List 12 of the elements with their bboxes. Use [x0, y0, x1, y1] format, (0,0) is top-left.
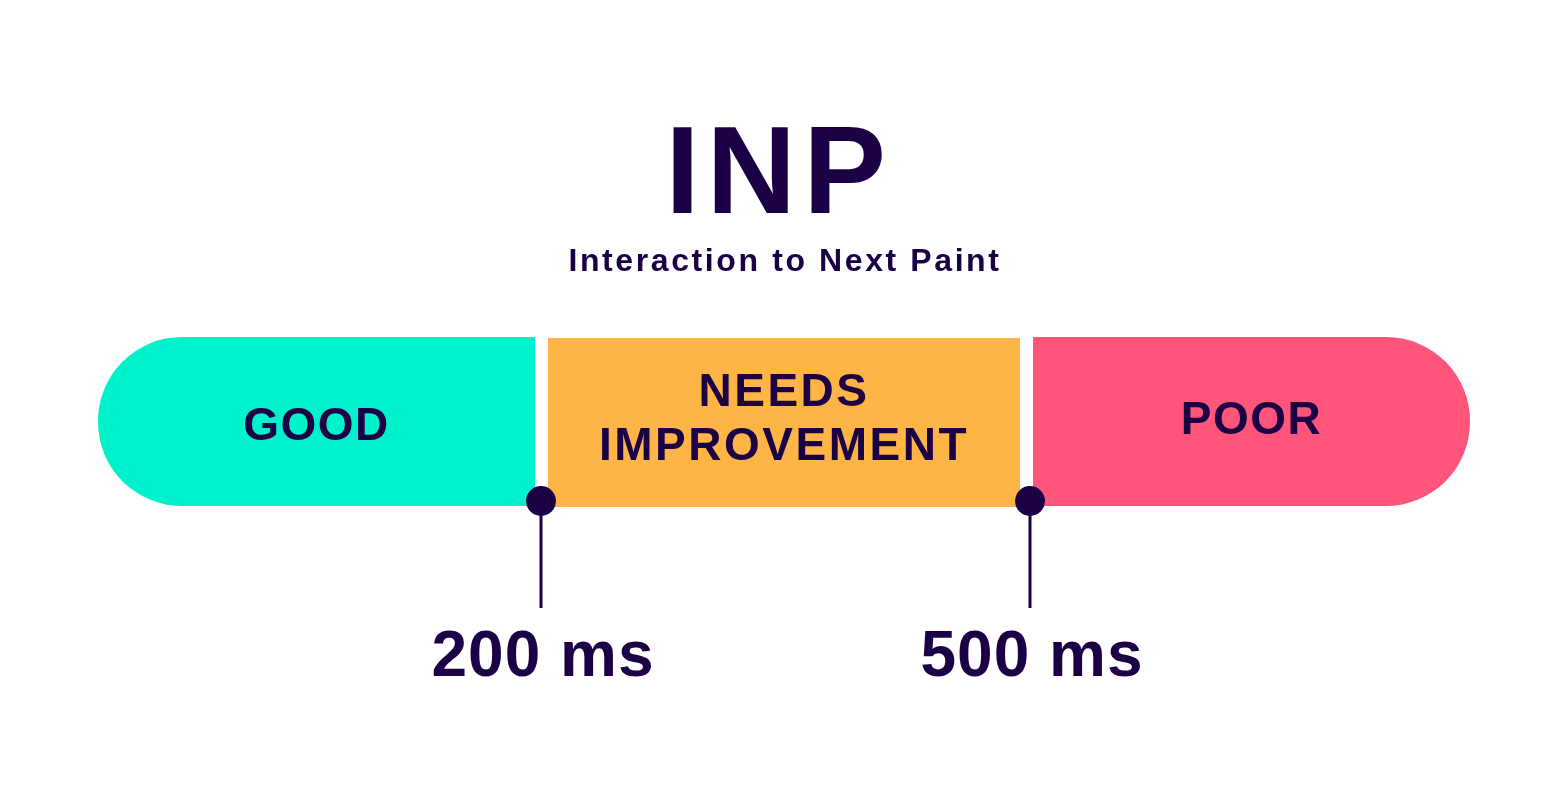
threshold-value: 200 ms [431, 608, 655, 686]
leader-line [1015, 486, 1045, 608]
rating-band [548, 338, 1020, 507]
band-label: POOR [1180, 390, 1323, 445]
band-label: NEEDS IMPROVEMENT [598, 362, 970, 471]
subtitle: Interaction to Next Paint [568, 242, 1002, 278]
leader-line [526, 486, 556, 608]
rating-band [98, 337, 535, 506]
threshold-value: 500 ms [920, 608, 1144, 686]
title: INP [665, 115, 893, 225]
rating-band [1033, 337, 1470, 506]
band-label: GOOD [243, 396, 390, 451]
